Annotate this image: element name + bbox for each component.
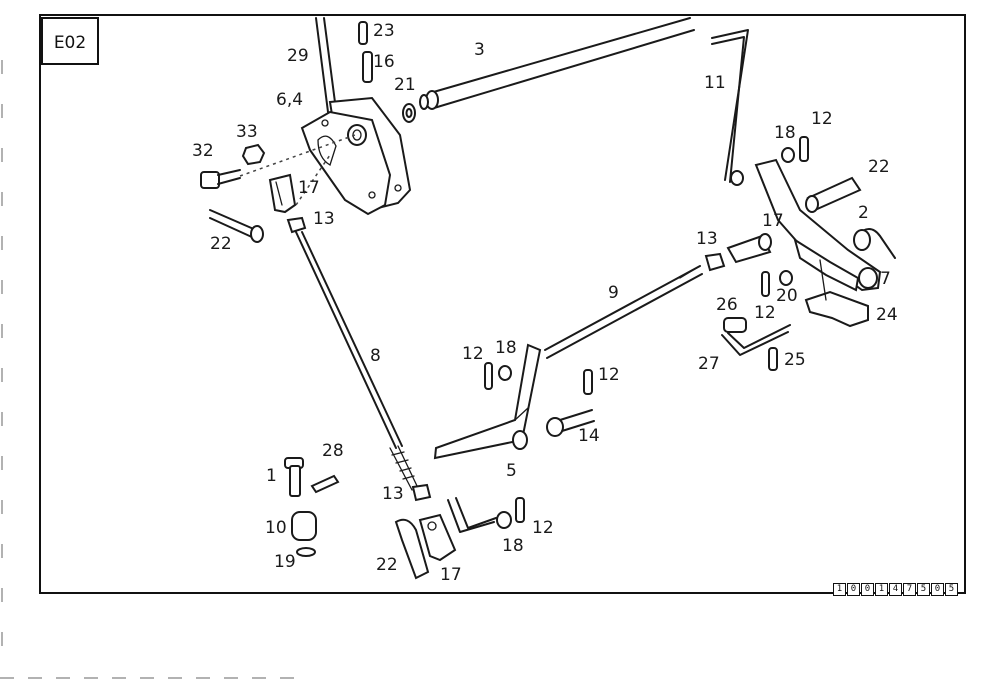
pin-12-top xyxy=(799,136,809,162)
callout-17-right: 17 xyxy=(762,211,784,231)
callout-12-top: 12 xyxy=(811,109,833,129)
rod-9 xyxy=(544,265,703,359)
washer-19 xyxy=(296,547,316,557)
ref-digit: 4 xyxy=(889,583,902,596)
bolt-32 xyxy=(200,169,241,189)
callout-5: 5 xyxy=(506,461,517,481)
leader-dash-2 xyxy=(295,154,331,206)
nut-33 xyxy=(241,143,266,166)
pin-1 xyxy=(284,457,304,497)
callout-18-left: 18 xyxy=(495,338,517,358)
pin-28 xyxy=(310,474,340,494)
shaft-3 xyxy=(419,17,695,110)
callout-6-4: 6,4 xyxy=(276,90,304,110)
callout-26: 26 xyxy=(716,295,738,315)
callout-24: 24 xyxy=(876,305,898,325)
callout-14: 14 xyxy=(578,426,600,446)
callout-20: 20 xyxy=(776,286,798,306)
pin-12-right xyxy=(583,369,593,395)
diagram-frame xyxy=(39,14,966,594)
callout-22-right: 22 xyxy=(868,157,890,177)
callout-3: 3 xyxy=(474,40,485,60)
ref-digit: 1 xyxy=(875,583,888,596)
callout-22-upper: 22 xyxy=(210,234,232,254)
pin-12-mid xyxy=(761,271,770,297)
callout-9: 9 xyxy=(608,283,619,303)
callout-12-right: 12 xyxy=(598,365,620,385)
ref-digit: 5 xyxy=(917,583,930,596)
callout-19: 19 xyxy=(274,552,296,572)
ref-digit: 0 xyxy=(861,583,874,596)
pin-12-left xyxy=(484,362,493,390)
callout-10: 10 xyxy=(265,518,287,538)
callout-13-right: 13 xyxy=(696,229,718,249)
callout-22-lower: 22 xyxy=(376,555,398,575)
pin-12-lower xyxy=(515,497,525,523)
callout-12-lower: 12 xyxy=(532,518,554,538)
callout-17-upper: 17 xyxy=(298,178,320,198)
washer-18-left xyxy=(498,365,512,381)
callout-1: 1 xyxy=(266,466,277,486)
pin-22-lower xyxy=(394,518,430,580)
pin-22-upper xyxy=(209,209,264,243)
callout-25: 25 xyxy=(784,350,806,370)
callout-12-mid: 12 xyxy=(754,303,776,323)
roller-10 xyxy=(291,511,317,541)
callout-28: 28 xyxy=(322,441,344,461)
washer-21 xyxy=(402,103,416,123)
callout-18-top: 18 xyxy=(774,123,796,143)
diagram-code: E02 xyxy=(53,33,87,53)
callout-13-upper: 13 xyxy=(313,209,335,229)
rod-29 xyxy=(315,17,337,113)
clevis-17-upper xyxy=(268,173,297,214)
callout-23: 23 xyxy=(373,21,395,41)
washer-18-lower xyxy=(496,511,512,529)
diagram-code-box: E02 xyxy=(41,17,99,65)
spring-2 xyxy=(853,228,896,259)
callout-27: 27 xyxy=(698,354,720,374)
rod-11 xyxy=(711,29,749,186)
clevis-17-lower xyxy=(418,513,457,562)
pin-14 xyxy=(546,409,595,437)
ref-digit: 5 xyxy=(945,583,958,596)
callout-12-left: 12 xyxy=(462,344,484,364)
rod-8 xyxy=(295,231,419,491)
pin-25 xyxy=(768,347,778,371)
pin-16 xyxy=(362,51,373,83)
washer-18-top xyxy=(781,147,795,163)
ref-digit: 7 xyxy=(903,583,916,596)
callout-32: 32 xyxy=(192,141,214,161)
nut-13-right xyxy=(704,252,726,272)
washer-20 xyxy=(779,270,793,286)
reference-number: 1 0 0 1 4 7 5 0 5 xyxy=(833,583,958,596)
callout-33: 33 xyxy=(236,122,258,142)
callout-29: 29 xyxy=(287,46,309,66)
bent-pin-27 xyxy=(721,324,791,356)
lever-5 xyxy=(433,343,542,460)
clevis-17-right xyxy=(726,233,772,264)
bracket-6-4 xyxy=(300,96,412,216)
nut-13-lower xyxy=(411,483,432,502)
callout-7: 7 xyxy=(880,269,891,289)
bent-pin-lower xyxy=(447,497,497,533)
pin-22-right xyxy=(805,176,862,213)
ref-digit: 1 xyxy=(833,583,846,596)
callout-18-lower: 18 xyxy=(502,536,524,556)
callout-2: 2 xyxy=(858,203,869,223)
callout-8: 8 xyxy=(370,346,381,366)
callout-16: 16 xyxy=(373,52,395,72)
pin-23 xyxy=(358,21,368,45)
callout-17-lower: 17 xyxy=(440,565,462,585)
callout-11: 11 xyxy=(704,73,726,93)
callout-13-lower: 13 xyxy=(382,484,404,504)
ref-digit: 0 xyxy=(847,583,860,596)
ref-digit: 0 xyxy=(931,583,944,596)
callout-21: 21 xyxy=(394,75,416,95)
spring-26 xyxy=(723,317,747,333)
bracket-24 xyxy=(804,259,869,328)
nut-13-upper xyxy=(286,216,307,234)
bracket-7 xyxy=(754,158,882,292)
